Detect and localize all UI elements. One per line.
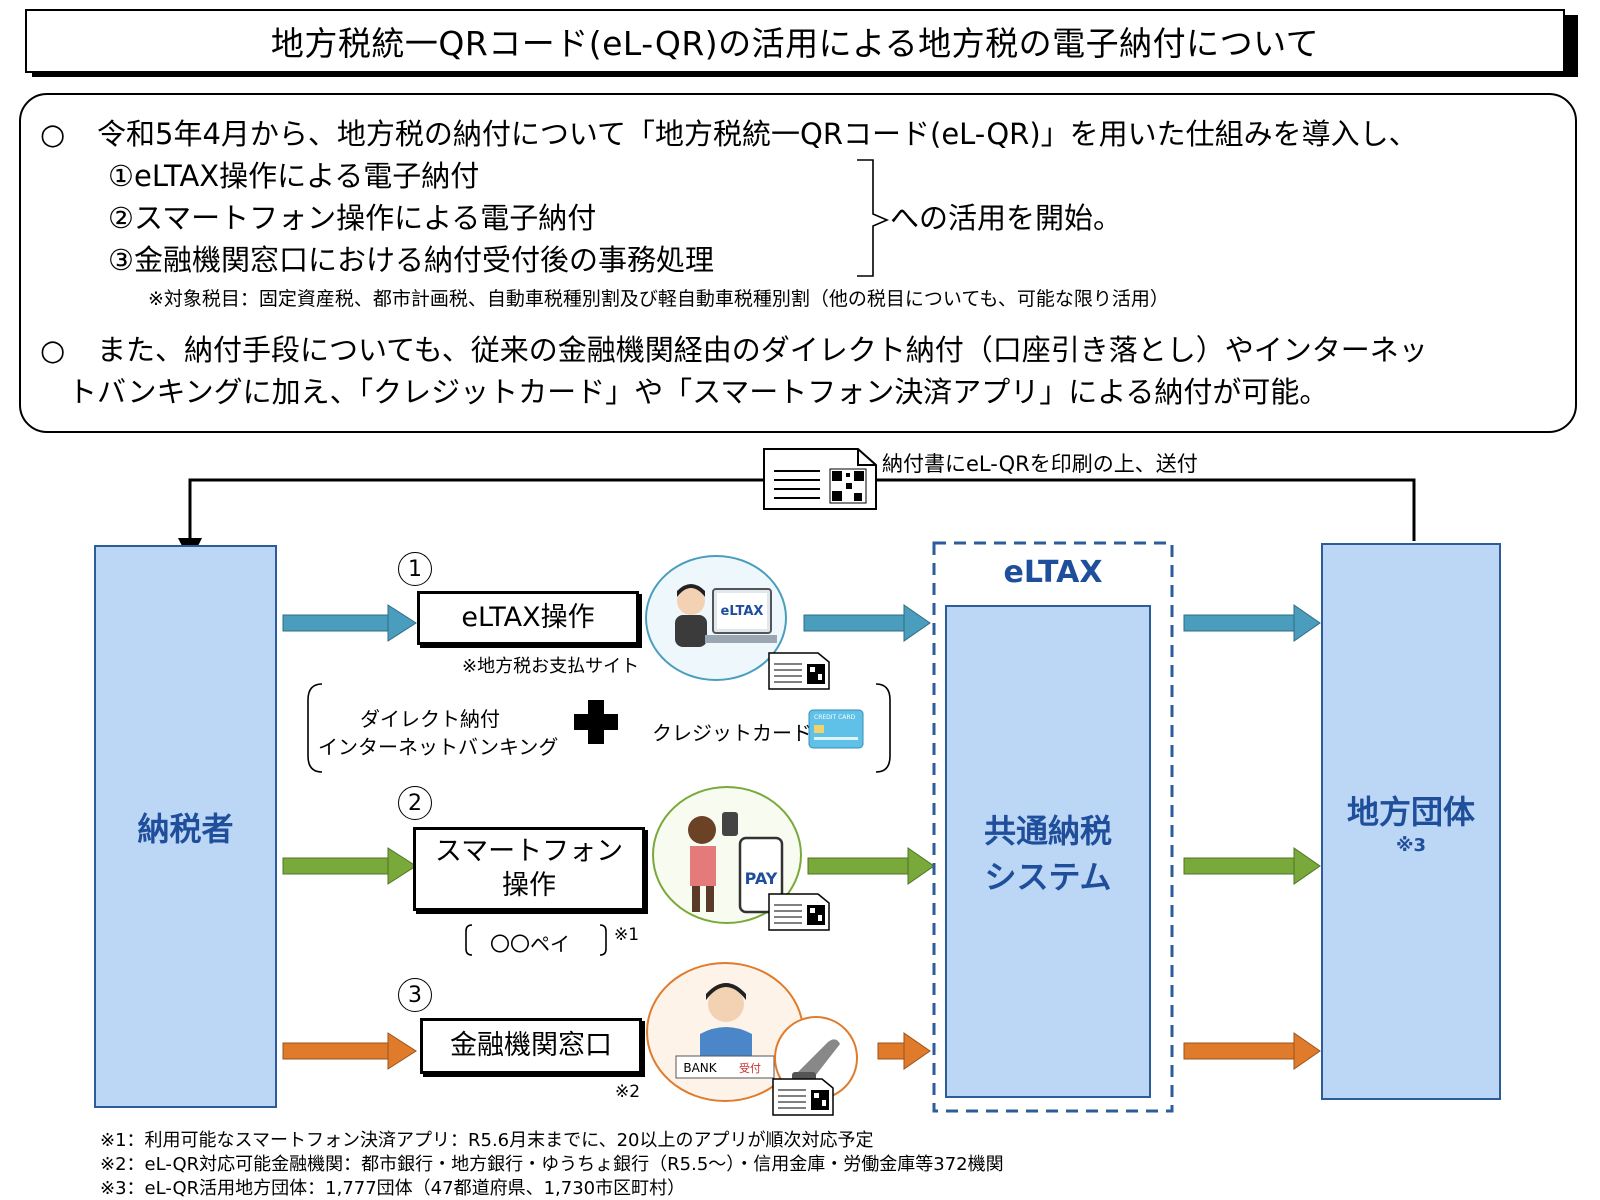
method1-sub: ※地方税お支払サイト [462, 656, 640, 677]
option-internet: インターネットバンキング [318, 735, 559, 759]
method1-label: eLTAX操作 [461, 602, 595, 633]
options-bracket-left [307, 683, 323, 773]
summary-note: ※対象税目：固定資産税、都市計画税、自動車税種別割及び軽自動車税種別割（他の税目… [148, 288, 1169, 310]
local-government-box: 地方団体 ※3 [1321, 543, 1501, 1100]
reception-text: 受付 [739, 1062, 761, 1075]
pay-bracket-left [465, 924, 473, 956]
arrow-row3-left [282, 1032, 417, 1070]
method2-label1: スマートフォン [434, 836, 624, 867]
document-qr-icon-3 [772, 1078, 834, 1116]
option-direct: ダイレクト納付 [360, 707, 500, 731]
summary-box [19, 93, 1577, 433]
method2-note: ※1 [614, 925, 640, 945]
document-qr-icon [763, 448, 877, 510]
mail-label: 納付書にeL-QRを印刷の上、送付 [882, 452, 1198, 476]
arrow-row1-right [1183, 604, 1321, 642]
eltax-label: eLTAX [1003, 555, 1103, 590]
page-title: 地方税統一QRコード(eL-QR)の活用による地方税の電子納付について [25, 9, 1565, 73]
method2-box: スマートフォン 操作 [413, 827, 645, 911]
method3-box: 金融機関窓口 [420, 1018, 642, 1074]
laptop-illustration: eLTAX [645, 555, 787, 681]
summary-line-2b: トバンキングに加え、「クレジットカード」や「スマートフォン決済アプリ」による納付… [68, 375, 1329, 409]
method2-number: 2 [398, 786, 432, 820]
option-credit: クレジットカード [652, 721, 812, 745]
summary-line-2a: また、納付手段についても、従来の金融機関経由のダイレクト納付（口座引き落とし）や… [97, 333, 1428, 367]
arrow-row3-mid [877, 1032, 931, 1070]
document-qr-icon-2 [768, 893, 830, 931]
summary-item-2: ②スマートフォン操作による電子納付 [108, 201, 597, 235]
summary-item-1: ①eLTAX操作による電子納付 [108, 159, 480, 193]
bullet-1: ○ [40, 117, 66, 151]
arrow-row2-mid [807, 847, 935, 885]
footnote-1: ※1：利用可能なスマートフォン決済アプリ：R5.6月末までに、20以上のアプリが… [100, 1130, 874, 1151]
method1-box: eLTAX操作 [417, 591, 639, 645]
plus-icon [574, 700, 618, 744]
options-bracket-right [875, 683, 891, 773]
summary-brace [857, 159, 890, 277]
laptop-icon: eLTAX [675, 584, 777, 647]
common-system-line1: 共通納税 [983, 811, 1112, 850]
pay-text: PAY [745, 869, 778, 888]
credit-card-icon: CREDIT CARD [808, 709, 864, 749]
footnote-3: ※3：eL-QR活用地方団体：1,777団体（47都道府県、1,730市区町村） [100, 1178, 686, 1199]
method2-label2: 操作 [501, 870, 556, 901]
method3-number: 3 [398, 978, 432, 1012]
bank-text: BANK [683, 1061, 717, 1075]
eltax-dashed-border [932, 541, 1174, 1113]
taxpayer-label: 納税者 [137, 809, 234, 848]
method1-number: 1 [398, 552, 432, 586]
summary-items-suffix: への活用を開始。 [890, 201, 1123, 235]
pay-bracket-right [599, 924, 607, 956]
card-text: CREDIT CARD [814, 714, 856, 721]
footnote-2: ※2：eL-QR対応可能金融機関：都市銀行・地方銀行・ゆうちょ銀行（R5.5～）… [100, 1154, 1004, 1175]
common-system-line2: システム [984, 857, 1112, 896]
taxpayer-box: 納税者 [94, 545, 277, 1108]
method2-sub: 〇〇ペイ [490, 932, 570, 956]
bank-icon: BANK 受付 [675, 983, 775, 1079]
local-gov-label: 地方団体 [1346, 793, 1475, 831]
method3-label: 金融機関窓口 [450, 1030, 612, 1061]
summary-line-1: 令和5年4月から、地方税の納付について「地方税統一QRコード(eL-QR)」を用… [97, 117, 1418, 151]
laptop-brand: eLTAX [721, 604, 764, 619]
document-qr-icon-1 [768, 652, 830, 690]
bullet-2: ○ [40, 333, 66, 367]
summary-item-3: ③金融機関窓口における納付受付後の事務処理 [108, 243, 714, 277]
arrow-row2-right [1183, 847, 1321, 885]
common-tax-system-box: 共通納税 システム [945, 605, 1151, 1098]
arrow-row1-left [282, 604, 417, 642]
arrow-row2-left [282, 847, 417, 885]
local-gov-note: ※3 [1395, 835, 1427, 856]
arrow-row1-mid [803, 604, 931, 642]
method3-note: ※2 [615, 1082, 641, 1102]
arrow-row3-right [1183, 1032, 1321, 1070]
